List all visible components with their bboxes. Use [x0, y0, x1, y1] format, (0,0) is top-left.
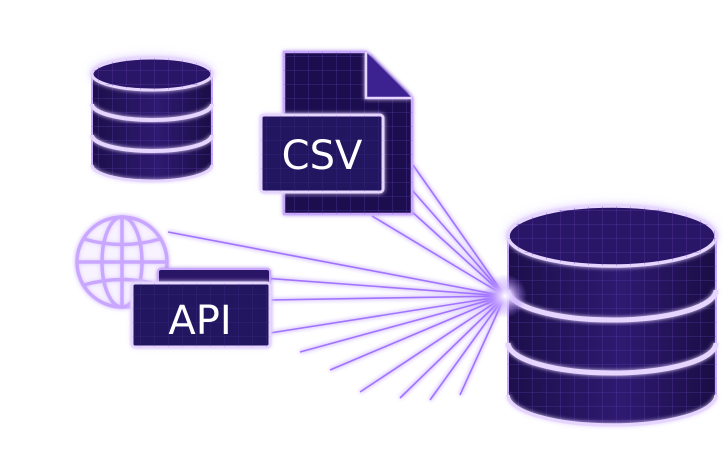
beam-line [167, 231, 506, 297]
convergence-glow [483, 274, 527, 318]
beam-line [329, 295, 506, 371]
beam-line [269, 295, 506, 334]
beam-line [359, 295, 506, 393]
beam-line [269, 295, 506, 301]
database-icon [90, 56, 214, 183]
csv-label: CSV [282, 133, 363, 179]
csv-file-icon: CSV [259, 50, 414, 216]
api-label: API [168, 298, 231, 344]
beam-line [404, 181, 506, 297]
beam-line [371, 215, 506, 297]
beam-line [399, 295, 506, 399]
beam-line [299, 295, 506, 353]
database-icon [505, 204, 719, 427]
api-card-icon: API [130, 268, 272, 349]
beam-line [412, 164, 506, 297]
